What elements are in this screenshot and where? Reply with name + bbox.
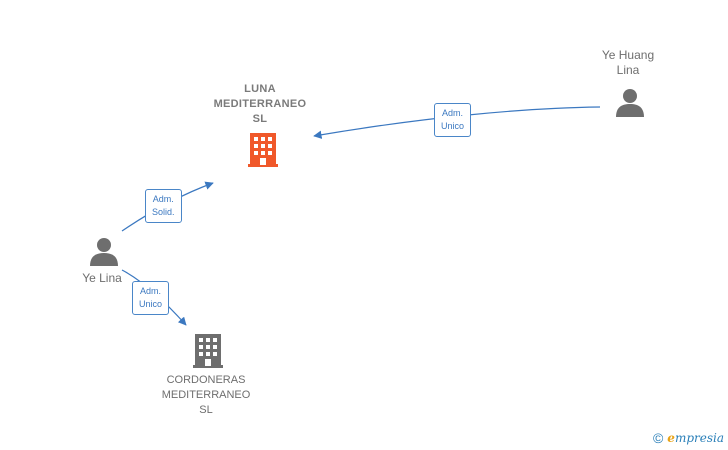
- ye-huang-lina-line-2: Lina: [616, 63, 640, 77]
- edge-label-line: Unico: [139, 299, 163, 309]
- empresia-watermark: © empresia: [653, 430, 724, 446]
- cordoneras-line-2: MEDITERRANEO: [161, 389, 251, 401]
- edge-label-adm-unico-cordoneras[interactable]: Adm. Unico: [132, 281, 170, 315]
- brand-initial: e: [667, 431, 675, 445]
- cordoneras-line-1: CORDONERAS: [166, 374, 246, 386]
- edge-label-line: Adm.: [140, 286, 162, 296]
- edge-label-line: Unico: [441, 121, 465, 131]
- person-icon[interactable]: [88, 237, 120, 267]
- company-cordoneras-mediterraneo-label[interactable]: CORDONERAS MEDITERRANEO SL: [146, 373, 266, 418]
- person-ye-huang-lina-label[interactable]: Ye Huang Lina: [580, 48, 676, 78]
- edge-label-adm-unico-huang[interactable]: Adm. Unico: [434, 103, 472, 137]
- company-luna-mediterraneo-label[interactable]: LUNA MEDITERRANEO SL: [200, 82, 320, 127]
- person-ye-lina-label[interactable]: Ye Lina: [62, 271, 142, 286]
- copyright-symbol: ©: [652, 430, 664, 446]
- cordoneras-line-3: SL: [199, 404, 213, 416]
- building-icon[interactable]: [193, 334, 223, 368]
- edge-label-adm-solid[interactable]: Adm. Solid.: [145, 189, 182, 223]
- ye-huang-lina-line-1: Ye Huang: [601, 48, 655, 62]
- edge-label-line: Adm.: [152, 194, 174, 204]
- edge-label-line: Solid.: [152, 207, 175, 217]
- brand-rest: mpresia: [674, 431, 724, 445]
- person-icon[interactable]: [614, 88, 646, 118]
- brand-name: empresia: [667, 431, 724, 445]
- building-icon[interactable]: [248, 133, 278, 167]
- luna-line-1: LUNA: [244, 83, 276, 95]
- edge-label-line: Adm.: [442, 108, 464, 118]
- ye-lina-line-1: Ye Lina: [82, 271, 122, 285]
- luna-line-3: SL: [252, 113, 268, 125]
- luna-line-2: MEDITERRANEO: [213, 98, 307, 110]
